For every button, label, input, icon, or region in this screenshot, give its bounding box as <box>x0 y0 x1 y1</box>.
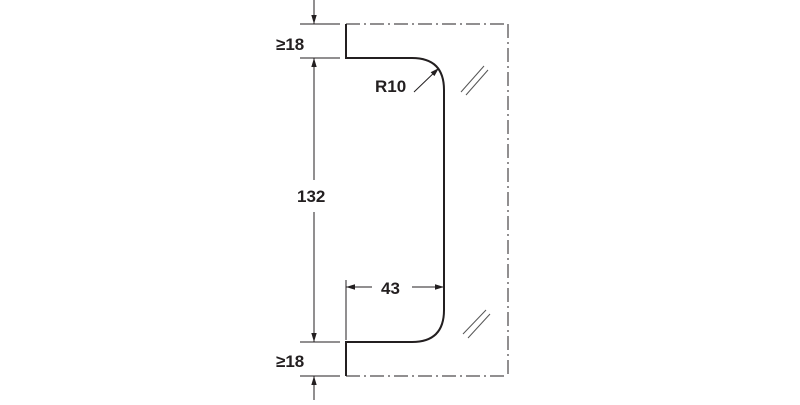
radius-leader <box>413 67 440 93</box>
top-clearance-label: ≥18 <box>276 35 304 54</box>
handle-profile <box>345 24 445 376</box>
radius-label: R10 <box>375 77 406 96</box>
bottom-clearance-label: ≥18 <box>276 352 304 371</box>
projection-label: 43 <box>381 279 400 298</box>
extension-lines <box>300 23 347 377</box>
glass-hatch-icon <box>460 65 491 339</box>
glass-panel-outline <box>346 23 509 377</box>
handle-length-label: 132 <box>297 187 325 206</box>
